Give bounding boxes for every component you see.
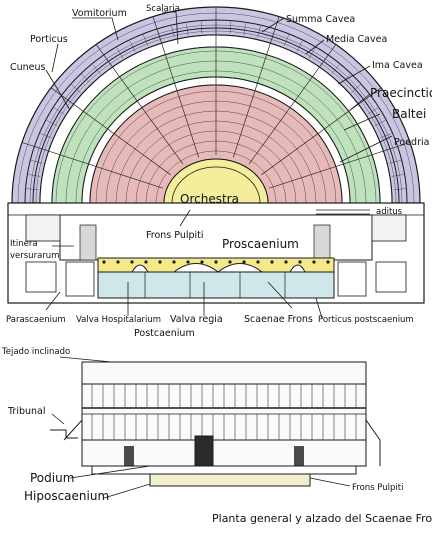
- diagram-labels: Vomitorium Scalaria Summa Cavea Porticus…: [1, 4, 432, 503]
- label-podria: Poedria: [394, 137, 429, 148]
- label-porticus-postscaenium: Porticus postscaenium: [318, 315, 414, 325]
- caption: Planta general y alzado del Scaenae Fron…: [212, 512, 432, 525]
- label-baltei: Baltei: [392, 107, 426, 121]
- label-hiposcaenium: Hiposcaenium: [24, 489, 109, 503]
- cavea: [11, 6, 421, 204]
- label-leader-lines: [45, 11, 393, 499]
- label-podium: Podium: [30, 471, 74, 485]
- postscaenium-plan: [97, 271, 335, 299]
- label-itinera: Itinera: [10, 239, 38, 249]
- label-postcaenium: Postcaenium: [134, 328, 195, 339]
- label-valva-hospitalarium: Valva Hospitalarium: [76, 315, 161, 325]
- label-orchestra: Orchestra: [180, 192, 239, 206]
- label-media-cavea: Media Cavea: [326, 34, 387, 45]
- label-vomitorium: Vomitorium: [72, 8, 127, 19]
- label-aditus: aditus: [376, 207, 403, 217]
- label-versurarum: versurarum: [10, 251, 59, 261]
- label-scaenae-frons: Scaenae Frons: [244, 314, 313, 325]
- label-porticus: Porticus: [30, 34, 68, 45]
- label-scalaria: Scalaria: [146, 4, 180, 14]
- label-valva-regia: Valva regia: [170, 314, 223, 325]
- label-cuneus: Cuneus: [10, 62, 46, 73]
- label-ima-cavea: Ima Cavea: [372, 60, 423, 71]
- label-tribunal: Tribunal: [7, 406, 46, 417]
- label-parascaenium: Parascaenium: [6, 315, 66, 325]
- label-summa-cavea: Summa Cavea: [286, 14, 355, 25]
- label-praecinctios: Praecinctios: [370, 86, 432, 100]
- scaena-plan: [7, 202, 425, 304]
- label-tejado-inclinado: Tejado inclinado: [1, 347, 70, 357]
- label-proscaenium: Proscaenium: [222, 237, 299, 251]
- orchestra-area: [163, 158, 269, 204]
- label-frons-pulpiti-bottom: Frons Pulpiti: [352, 483, 403, 493]
- scaenae-frons-elevation: [50, 361, 381, 487]
- label-frons-pulpiti-top: Frons Pulpiti: [146, 230, 204, 241]
